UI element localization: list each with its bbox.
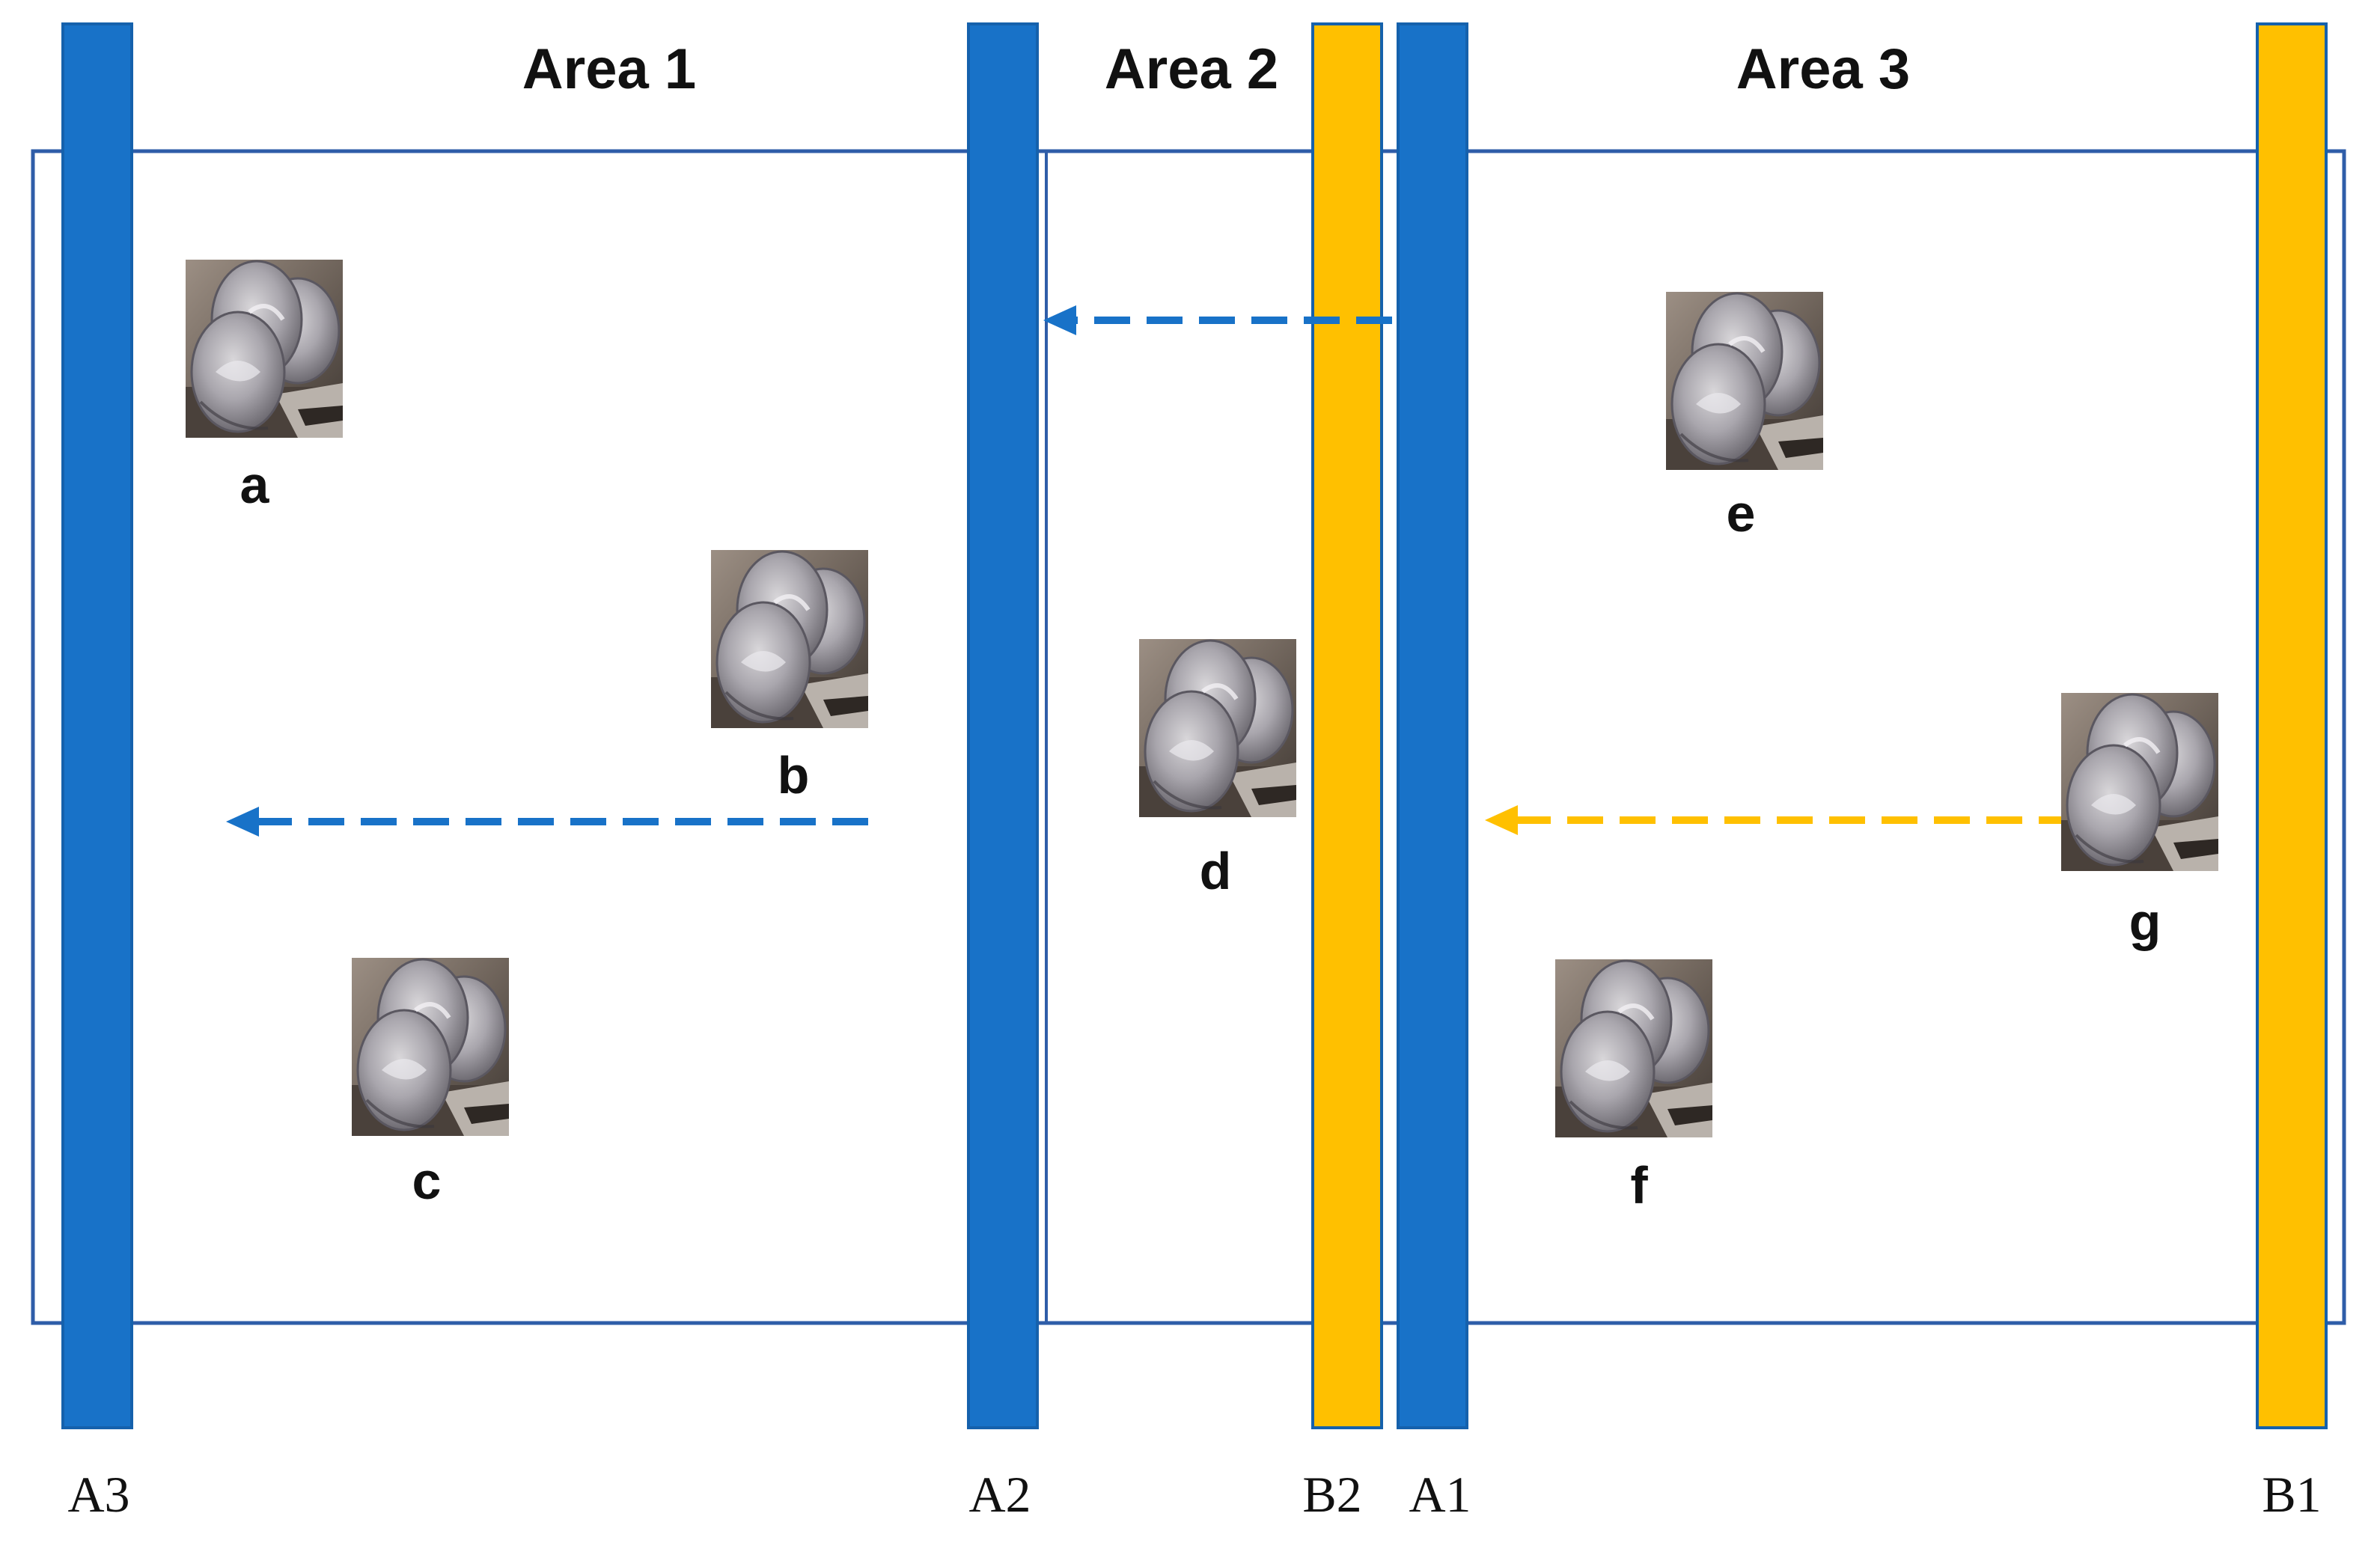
bar-label-a1: A1 (1409, 1466, 1471, 1523)
item-label-g: g (2129, 893, 2161, 951)
arrow-1 (1043, 305, 1392, 335)
mushroom-icon (2061, 693, 2218, 871)
bar-label-a3: A3 (67, 1466, 129, 1523)
mushroom-icon (711, 550, 868, 728)
arrow-3 (1485, 805, 2127, 835)
mushroom-icon (186, 260, 343, 438)
item-g: g (2061, 693, 2218, 951)
item-e: e (1666, 292, 1823, 543)
bar-a2 (967, 22, 1039, 1429)
item-label-b: b (778, 746, 810, 804)
mushroom-icon (1666, 292, 1823, 470)
bar-label-b2: B2 (1302, 1466, 1361, 1523)
area-title-2: Area 2 (1105, 37, 1278, 101)
enclosure-frame (31, 149, 2346, 1325)
bar-label-b1: B1 (2262, 1466, 2321, 1523)
item-label-e: e (1727, 484, 1756, 543)
item-label-f: f (1630, 1156, 1648, 1214)
bars-layer: A3 A2 B2 A1 B1 (61, 22, 2328, 1523)
mushroom-icon (352, 958, 509, 1136)
item-f: f (1555, 959, 1712, 1214)
bar-a3 (61, 22, 133, 1429)
titles-layer: Area 1 Area 2 Area 3 (522, 37, 1910, 101)
item-d: d (1139, 639, 1296, 900)
arrows-layer (226, 305, 2127, 837)
bar-a1 (1397, 22, 1468, 1429)
mushroom-icon (1139, 639, 1296, 817)
area-title-1: Area 1 (522, 37, 696, 101)
item-a: a (186, 260, 343, 514)
item-label-d: d (1200, 842, 1232, 900)
item-label-c: c (412, 1152, 442, 1210)
item-c: c (352, 958, 509, 1210)
mushroom-icon (1555, 959, 1712, 1137)
item-b: b (711, 550, 868, 804)
bar-b2 (1311, 22, 1383, 1429)
area-title-3: Area 3 (1736, 37, 1910, 101)
bar-label-a2: A2 (968, 1466, 1031, 1523)
item-label-a: a (240, 456, 270, 514)
bar-b1 (2256, 22, 2328, 1429)
arrow-2 (226, 807, 868, 837)
items-layer: a b c d e f g (186, 260, 2218, 1214)
